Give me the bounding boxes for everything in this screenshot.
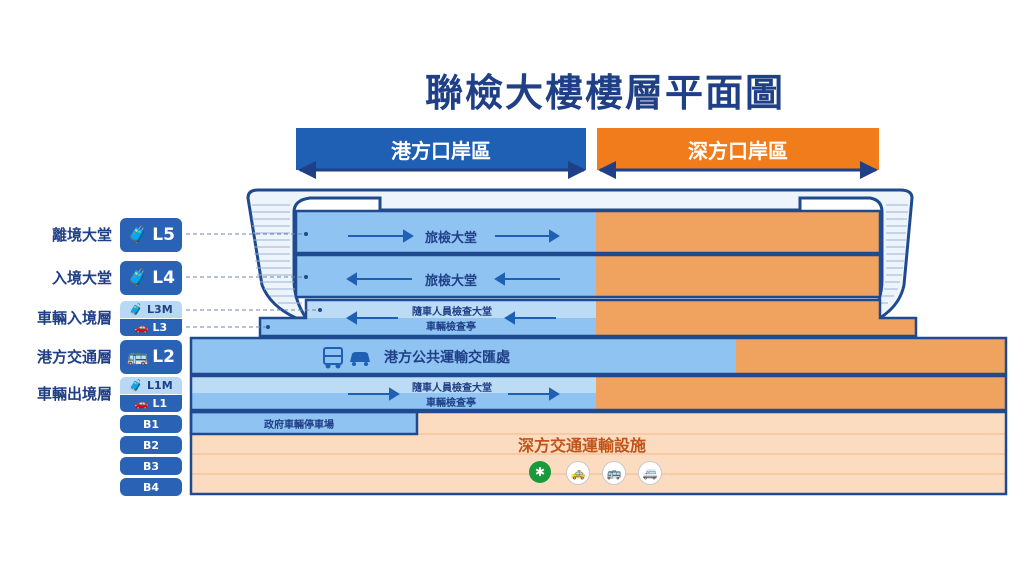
badge-l3m-text: L3M [147, 303, 173, 316]
level-name-vehicle-out: 車輛出境層 [36, 385, 112, 403]
taxi-icon: 🚕 [566, 461, 590, 485]
badge-l3: 🚗 L3 [120, 319, 182, 336]
badge-l2-text: L2 [152, 347, 175, 367]
b1-parking-label: 政府車輛停車場 [264, 420, 334, 431]
level-name-hk-transport: 港方交通層 [36, 348, 112, 366]
traveller-icon: 🧳 [129, 379, 144, 392]
badge-l4: 🧳 L4 [120, 261, 182, 295]
building-roof [246, 188, 914, 320]
floor-basements [189, 410, 1008, 496]
floor-l5 [294, 209, 882, 255]
leader-lines [186, 233, 318, 328]
l3-hall-label: 隨車人員檢查大堂 [412, 307, 492, 318]
badge-l1-text: L1 [152, 397, 168, 410]
car-icon [350, 352, 370, 366]
badge-l1m: 🧳 L1M [120, 377, 182, 394]
level-vehicle-out: 車輛出境層 🧳 L1M 🚗 L1 [0, 377, 190, 413]
level-hk-transport: 港方交通層 🚌 L2 [0, 340, 190, 374]
level-arrival: 入境大堂 🧳 L4 [0, 261, 190, 295]
l1-booth-label: 車輛檢查亭 [426, 398, 476, 409]
sz-zone-bar: 深方口岸區 [597, 128, 879, 170]
badge-l5-text: L5 [152, 225, 175, 245]
traveller-icon: 🧳 [127, 225, 149, 245]
badge-l3m: 🧳 L3M [120, 301, 182, 318]
floor-l4 [294, 253, 882, 299]
badge-l1m-text: L1M [147, 379, 173, 392]
coach-icon: 🚐 [638, 461, 662, 485]
badge-l4-text: L4 [152, 268, 175, 288]
hk-transport-icons [323, 347, 370, 369]
l4-hall-label: 旅檢大堂 [425, 274, 478, 289]
badge-b1: B1 [120, 415, 182, 433]
sz-basement-label: 深方交通運輸設施 [518, 436, 647, 455]
l2-transport-label: 港方公共運輸交匯處 [384, 350, 510, 366]
l1-hall-label: 隨車人員檢查大堂 [412, 383, 492, 394]
badge-b2: B2 [120, 436, 182, 454]
sz-zone-label: 深方口岸區 [688, 138, 788, 163]
level-vehicle-in: 車輛入境層 🧳 L3M 🚗 L3 [0, 301, 190, 337]
zone-arrows [298, 161, 878, 179]
floor-l2 [189, 336, 1008, 376]
hk-zone-bar: 港方口岸區 [296, 128, 586, 170]
badge-b4: B4 [120, 478, 182, 496]
page-title: 聯檢大樓樓層平面圖 [424, 71, 785, 115]
leader-dots [266, 232, 322, 329]
floor-l1 [189, 374, 1008, 412]
bus-icon: 🚌 [602, 461, 626, 485]
car-icon: 🚗 [134, 321, 149, 334]
direction-arrows [346, 229, 560, 401]
level-name-arrival: 入境大堂 [51, 269, 112, 287]
l5-hall-label: 旅檢大堂 [425, 231, 478, 246]
l3-booth-label: 車輛檢查亭 [426, 322, 476, 333]
level-name-vehicle-in: 車輛入境層 [36, 309, 112, 327]
badge-b3: B3 [120, 457, 182, 475]
badge-l2: 🚌 L2 [120, 340, 182, 374]
badge-l1: 🚗 L1 [120, 395, 182, 412]
traveller-icon: 🧳 [129, 303, 144, 316]
metro-icon: ✱ [529, 461, 551, 483]
hk-zone-label: 港方口岸區 [391, 138, 491, 163]
car-icon: 🚗 [134, 397, 149, 410]
traveller-icon: 🧳 [127, 268, 149, 288]
level-departure: 離境大堂 🧳 L5 [0, 218, 190, 252]
bus-car-icon: 🚌 [127, 347, 149, 367]
badge-l3-text: L3 [152, 321, 168, 334]
level-name-departure: 離境大堂 [51, 226, 112, 244]
badge-l5: 🧳 L5 [120, 218, 182, 252]
bus-icon [323, 347, 343, 369]
